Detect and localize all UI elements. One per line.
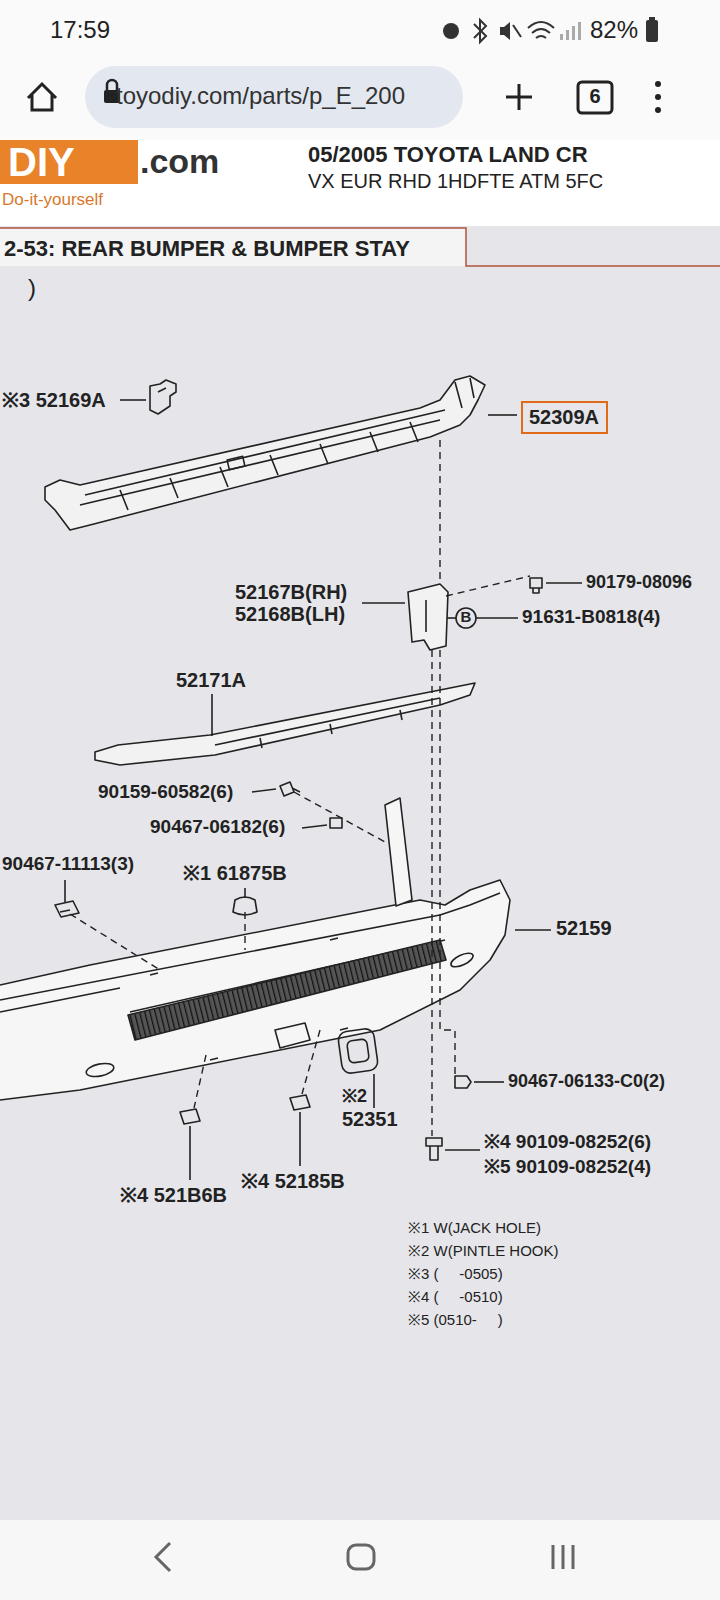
logo-text: DIY bbox=[8, 139, 75, 185]
callout-number: ※4 90109-08252(6) bbox=[484, 1131, 651, 1153]
callout-number: 52171A bbox=[176, 669, 246, 692]
highlight-box: 52309A bbox=[521, 401, 608, 434]
logo-tagline: Do-it-yourself bbox=[2, 190, 103, 210]
footnote: ※5 (0510- ) bbox=[408, 1311, 503, 1328]
page-subheading: VX EUR RHD 1HDFTE ATM 5FC bbox=[308, 170, 603, 193]
section-title: 2-53: REAR BUMPER & BUMPER STAY bbox=[4, 236, 410, 261]
url-text: toyodiy.com/parts/p_E_200 bbox=[116, 82, 405, 110]
callout-number: ※5 90109-08252(4) bbox=[484, 1156, 651, 1178]
callout-number: ※2 bbox=[342, 1086, 367, 1107]
logo-text: .com bbox=[140, 142, 219, 181]
battery-level: 82% bbox=[590, 16, 638, 44]
part-number: 52309A bbox=[529, 406, 599, 429]
callout-number: 52351 bbox=[342, 1108, 398, 1131]
callout-number: 91631-B0818(4) bbox=[522, 606, 660, 628]
callout-number: ※3 52169A bbox=[2, 389, 106, 412]
callout-number: ※1 61875B bbox=[183, 862, 287, 885]
page-heading: 05/2005 TOYOTA LAND CR bbox=[308, 142, 588, 167]
footnote: ※1 W(JACK HOLE) bbox=[408, 1219, 541, 1236]
callout-number: 90467-06133-C0(2) bbox=[508, 1071, 665, 1092]
callout-number: 52167B(RH) bbox=[235, 581, 347, 604]
tab-count: 6 bbox=[578, 85, 612, 108]
callout-number: 90179-08096 bbox=[586, 572, 692, 593]
callout-number: 90467-06182(6) bbox=[150, 816, 285, 838]
callout-number: 90159-60582(6) bbox=[98, 781, 233, 803]
page-text: ) bbox=[28, 274, 36, 302]
callout-number: 52168B(LH) bbox=[235, 603, 345, 626]
callout-number: ※4 521B6B bbox=[120, 1184, 227, 1207]
footnote: ※2 W(PINTLE HOOK) bbox=[408, 1242, 559, 1259]
callout-number: B bbox=[456, 608, 476, 625]
status-time: 17:59 bbox=[50, 16, 110, 44]
footnote: ※4 ( -0510) bbox=[408, 1288, 503, 1305]
footnote: ※3 ( -0505) bbox=[408, 1265, 503, 1282]
callout-number: 90467-11113(3) bbox=[2, 853, 134, 875]
callout-number: 52159 bbox=[556, 917, 612, 940]
callout-number: ※4 52185B bbox=[241, 1170, 345, 1193]
